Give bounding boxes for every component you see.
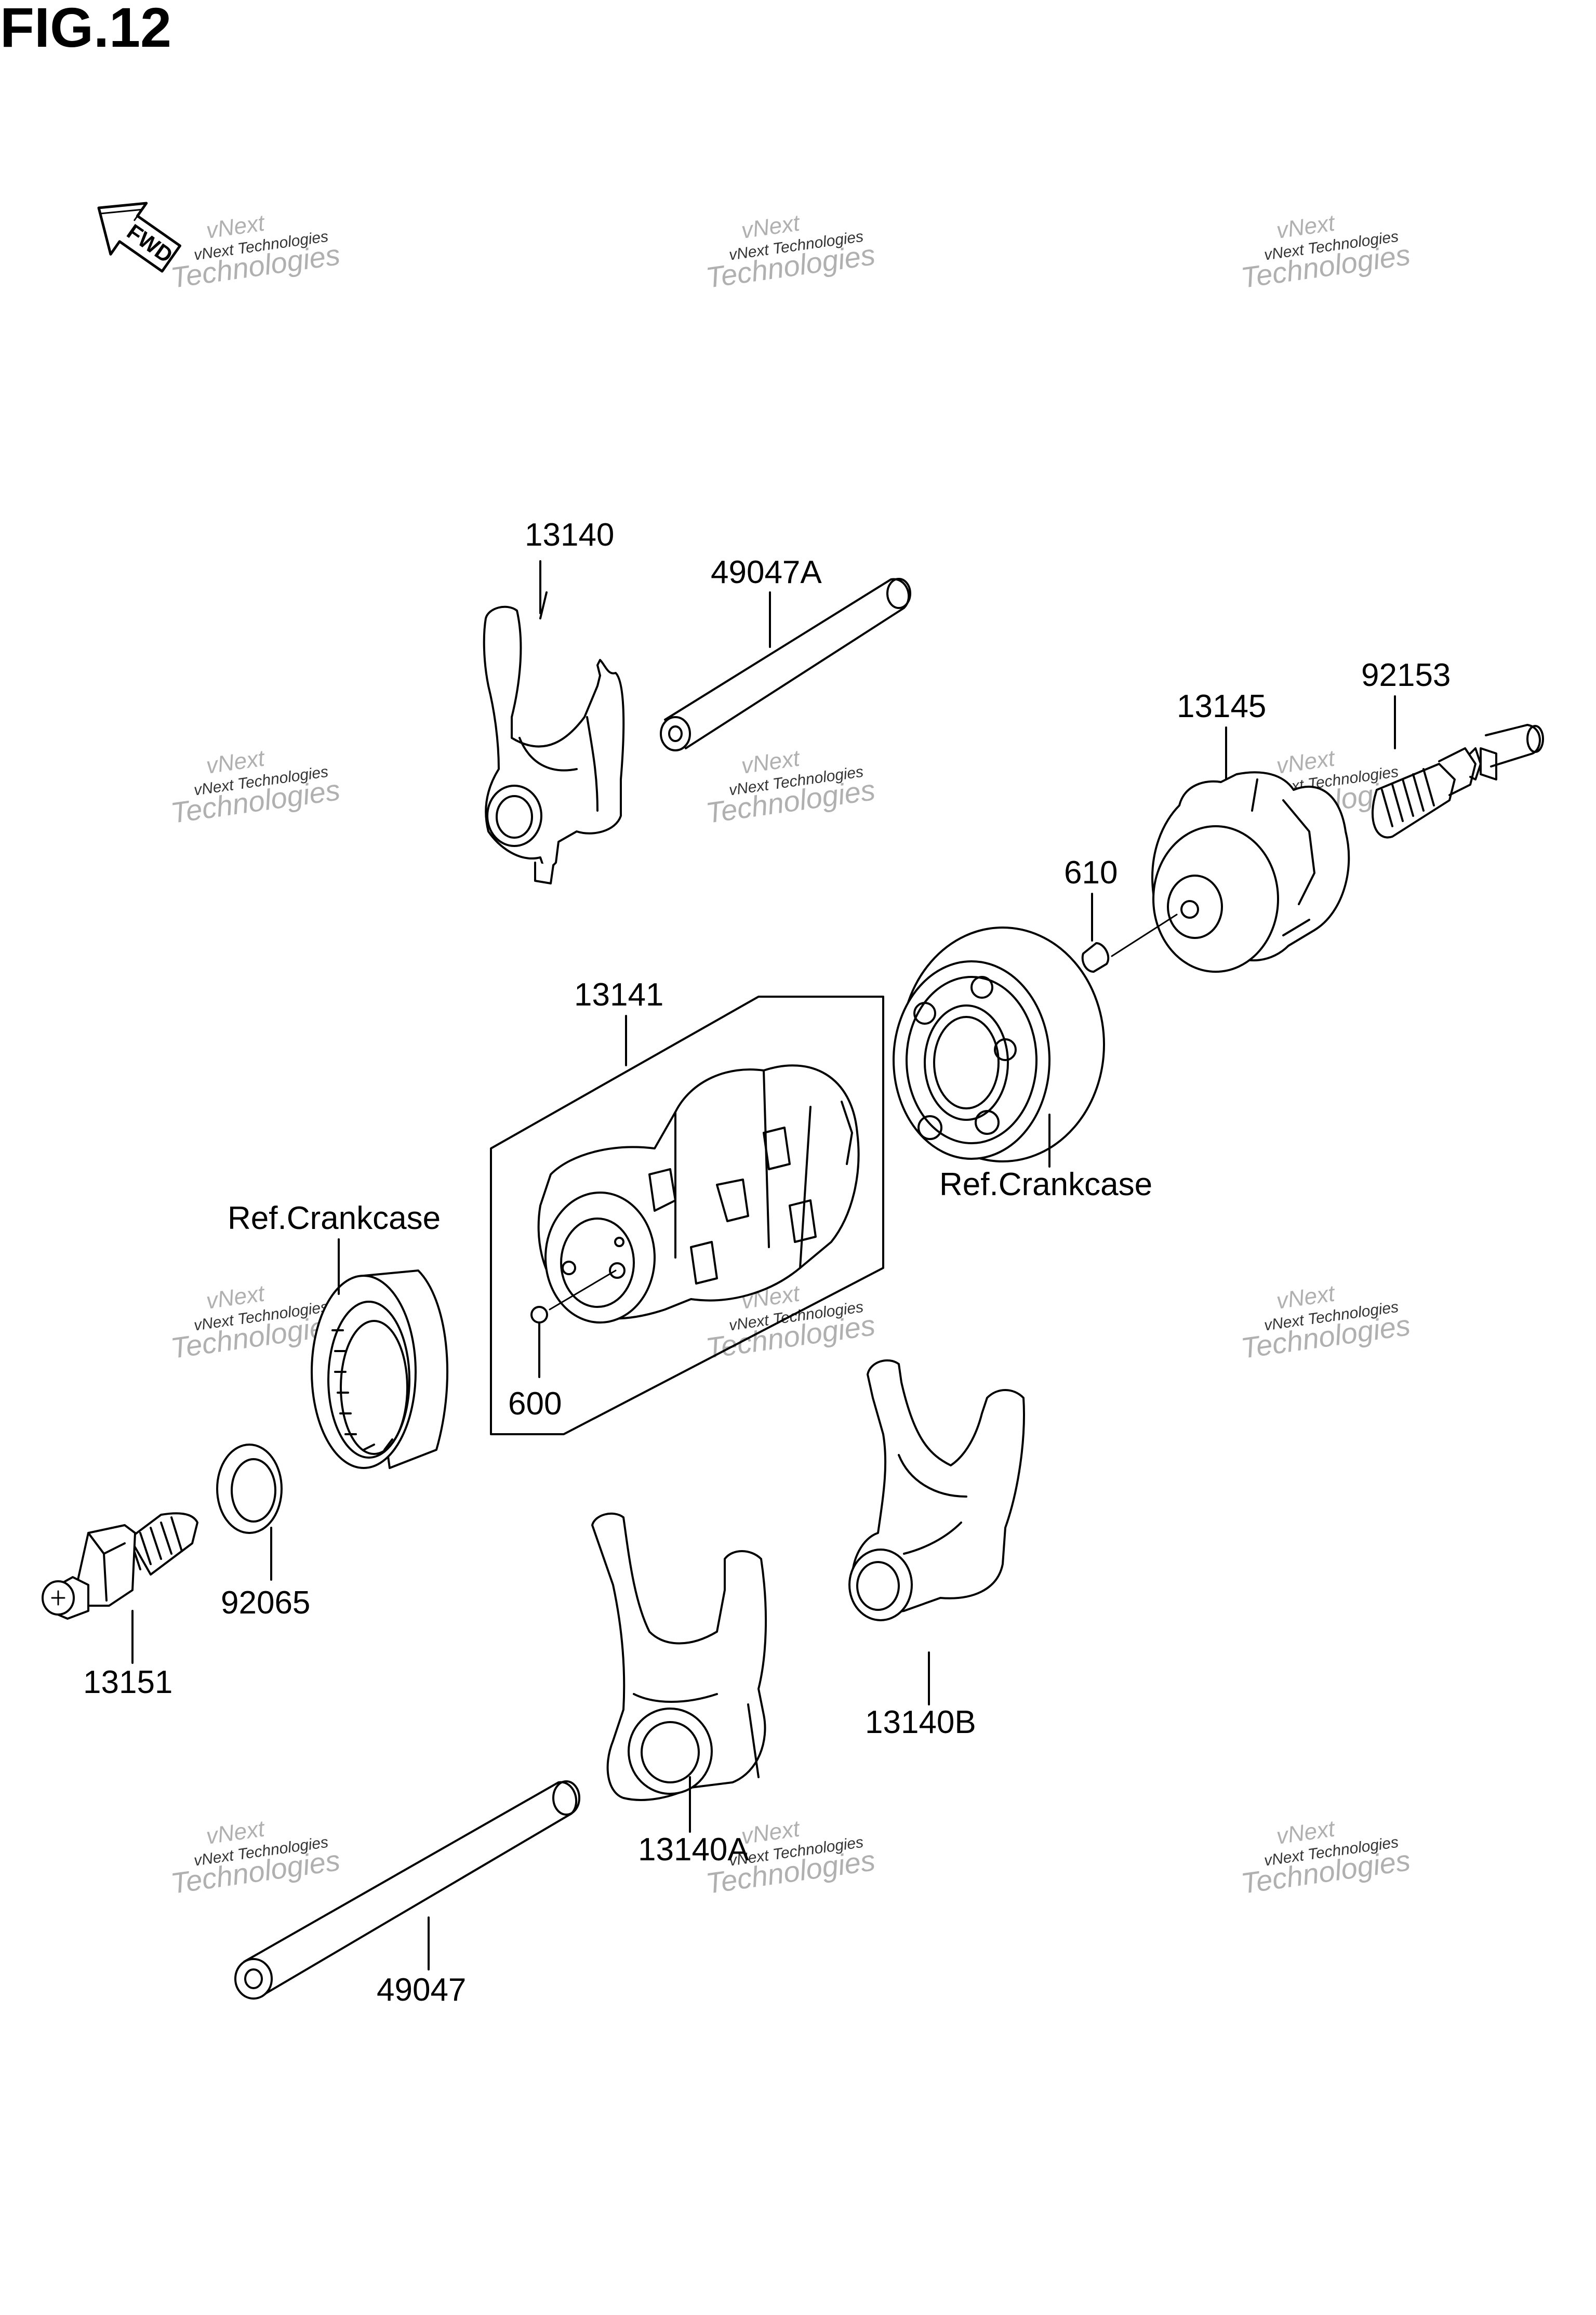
watermark: vNext vNext Technologies Technologies: [1239, 1816, 1413, 1900]
part-13141-shift-drum-group: [490, 996, 884, 1435]
callout-13140B: 13140B: [865, 1704, 976, 1740]
callout-610: 610: [1064, 855, 1118, 891]
part-610-pin: [1081, 914, 1178, 973]
part-13140A-shift-fork: [591, 1512, 767, 1801]
watermarks: vNext vNext Technologies Technologies vN…: [169, 210, 1413, 1900]
part-13140B-shift-fork: [848, 1359, 1025, 1621]
callout-600: 600: [508, 1386, 562, 1422]
watermark: vNext vNext Technologies Technologies: [704, 1816, 877, 1900]
part-49047-shaft: [234, 1780, 580, 2000]
callout-ref-crankcase-right: Ref.Crankcase: [939, 1167, 1152, 1202]
watermark: vNext vNext Technologies Technologies: [169, 1816, 342, 1900]
callout-13151: 13151: [83, 1664, 172, 1700]
part-92153-bolt: [1372, 724, 1544, 839]
part-49047A-shaft: [660, 578, 911, 751]
callout-92065: 92065: [221, 1585, 310, 1621]
figure-title: FIG.12: [0, 0, 171, 59]
watermark: vNext vNext Technologies Technologies: [1239, 1280, 1413, 1365]
needle-bearing-left: [311, 1269, 449, 1469]
callout-49047: 49047: [377, 1972, 466, 2008]
callout-13145: 13145: [1177, 689, 1266, 724]
part-13140-shift-fork: [483, 605, 625, 884]
callout-13140: 13140: [525, 517, 614, 553]
watermark: vNext vNext Technologies Technologies: [704, 745, 877, 829]
watermark: vNext vNext Technologies Technologies: [1239, 210, 1413, 294]
ball-bearing-right: [893, 927, 1105, 1162]
callout-49047A: 49047A: [711, 554, 822, 590]
callout-ref-crankcase-left: Ref.Crankcase: [228, 1200, 441, 1236]
part-13151-pin: [42, 1512, 198, 1620]
part-92065-washer: [216, 1444, 283, 1534]
part-13145-drum-cam: [1151, 771, 1350, 973]
callout-13141: 13141: [574, 977, 663, 1013]
callout-13140A: 13140A: [638, 1832, 749, 1868]
watermark: vNext vNext Technologies Technologies: [169, 745, 342, 829]
callout-92153: 92153: [1361, 657, 1451, 693]
watermark: vNext vNext Technologies Technologies: [704, 210, 877, 294]
watermark: vNext vNext Technologies Technologies: [169, 210, 342, 294]
